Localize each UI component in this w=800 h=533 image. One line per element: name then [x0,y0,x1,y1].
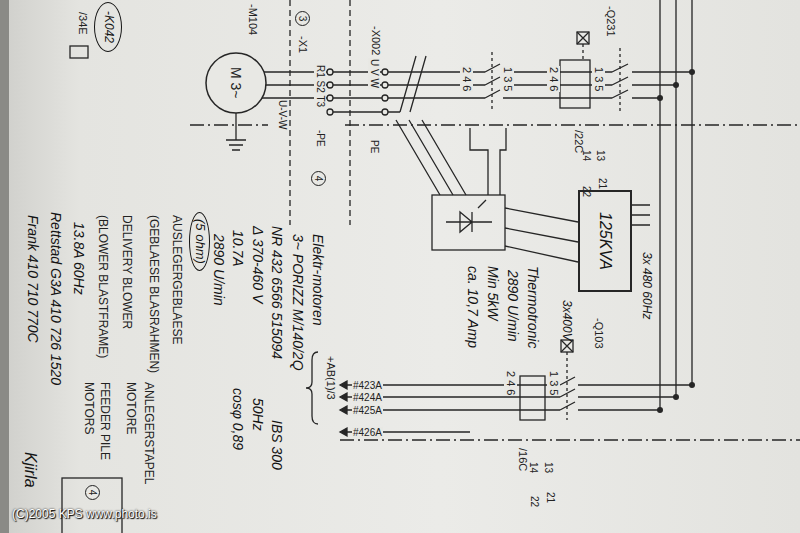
nameplate-note: 2890 U/min [211,234,227,306]
contact-number: 21 [597,178,609,189]
device-tag: -M104 [246,4,259,35]
contact-number: 13 [595,150,607,161]
inverter-note: Thermotronic [525,266,541,348]
contact-number: 21 [545,492,557,503]
signature: Kjirla [21,452,39,488]
terminal-numbers: 1 3 5 [501,66,514,92]
page-edge [0,0,9,533]
nameplate-note: (5 ohm) [189,212,210,271]
terminal-numbers: 2 4 6 [460,66,473,92]
nameplate-note: 50Hz [250,398,266,431]
device-title: MOTORE [123,382,137,434]
device-title: DELIVERY BLOWER [119,215,133,329]
pe-wire [330,111,400,112]
mechanical-link [566,352,567,420]
nameplate-note: cosφ 0,89 [230,388,246,450]
signal-name: #425A [352,405,383,416]
arrowheads [340,381,347,436]
nameplate-note: NR 432 6566 515094 [269,226,285,359]
motor: -M104 M 3~ [200,2,274,152]
reference: /34E [76,12,89,35]
motor-feed-wires [262,64,692,98]
rating-text: 125KVA [596,212,614,270]
contact-number: 14 [528,462,540,473]
callout-number: 3 [295,11,310,26]
terminal-numbers: 1 3 5 [592,66,605,92]
terminal-boundary [290,0,350,225]
coil-cross [561,340,573,352]
device-title: (BLOWER BLASTFRAME) [95,215,109,358]
reference: /22C [572,130,585,153]
inverter-cables [396,120,506,195]
coil-symbol [70,46,88,58]
signal-name: #423A [352,380,383,391]
terminal-numbers: 2 4 6 [547,66,560,92]
device-tag: -Q231 [604,6,617,37]
ground-symbol [226,113,246,150]
dash-dot-line [190,125,800,440]
device-title: ANLEGERSTAPEL [141,382,155,484]
terminal-names: U V W [369,58,381,89]
device-tag: -K042 [101,11,115,43]
signal-name: #426A [352,427,383,438]
inverter-note: ca. 10,7 Amp [465,266,481,348]
transformer-box: 125KVA [578,190,632,292]
cross-reference: +AB(1)/3 [324,356,337,400]
inverter-box [432,195,505,250]
handwritten-note: Frank 410 710 770C [25,215,41,343]
brace [306,352,318,424]
inverter-note: 2890 U/min [505,270,521,342]
handwritten-note: 13.8A 60Hz [71,222,87,295]
supply-note: 3x400V [559,300,573,341]
terminal-names: U-V-W [277,100,289,129]
nameplate-note: IBS 300 [269,420,285,470]
terminal-numbers: 2 4 6 [504,370,517,396]
device-title: AUSLEGERGEBLAESE [169,215,183,344]
device-tag: -X1 [296,36,309,53]
nameplate-note: Δ 370-460 V [250,226,266,303]
coil-symbol [561,340,573,352]
motor-outline [206,53,266,113]
page-reference-box [62,478,122,533]
cable-cut-marks [400,56,426,112]
signal-name: #424A [352,392,383,403]
terminal-numbers: 1 3 5 [547,370,560,396]
thermal-relay [520,376,545,420]
nameplate-note: 3~ PORIZZ M/140/2Q [290,234,306,371]
mechanical-link [492,44,620,112]
terminal-names: R1 S2 T3 [315,64,327,108]
contact-number: 13 [543,462,555,473]
thermal-relay [560,60,590,108]
nameplate-note: Elektr-motoren [310,234,326,326]
contact-number: 22 [529,496,541,507]
coil-cross [577,32,589,44]
callout-number: 4 [85,485,100,500]
motor-symbol: M 3~ [228,67,244,99]
rectifier-symbol [446,200,492,232]
supply-bus [660,0,692,410]
device-tag: -X002 [369,26,382,55]
contact-number: 14 [581,150,593,161]
device-title: MOTORS [81,382,95,434]
device-title: FEEDER PILE [97,382,111,460]
terminal-name: PE [369,140,381,153]
watermark: (C)2005 KPS www.photo.is [12,508,157,522]
terminal-name: -PE [315,130,327,147]
device-title: (GEBLAESE BLASRAHMEN) [146,215,160,373]
relay-tag-oval: -K042 [94,2,122,52]
device-tag: -Q103 [592,318,605,349]
junction-dots [657,69,695,413]
handwritten-note: Rettstad G3A 410 726 1520 [48,212,64,385]
reference: /16C [516,448,529,471]
feeder-wires [346,377,692,432]
supply-note: 3x 480 60Hz [639,252,653,319]
callout-number: 4 [311,171,326,186]
inverter-note: Min 5kW [485,266,501,320]
coil-symbol [577,32,589,44]
nameplate-note: 10.7A [230,230,246,267]
